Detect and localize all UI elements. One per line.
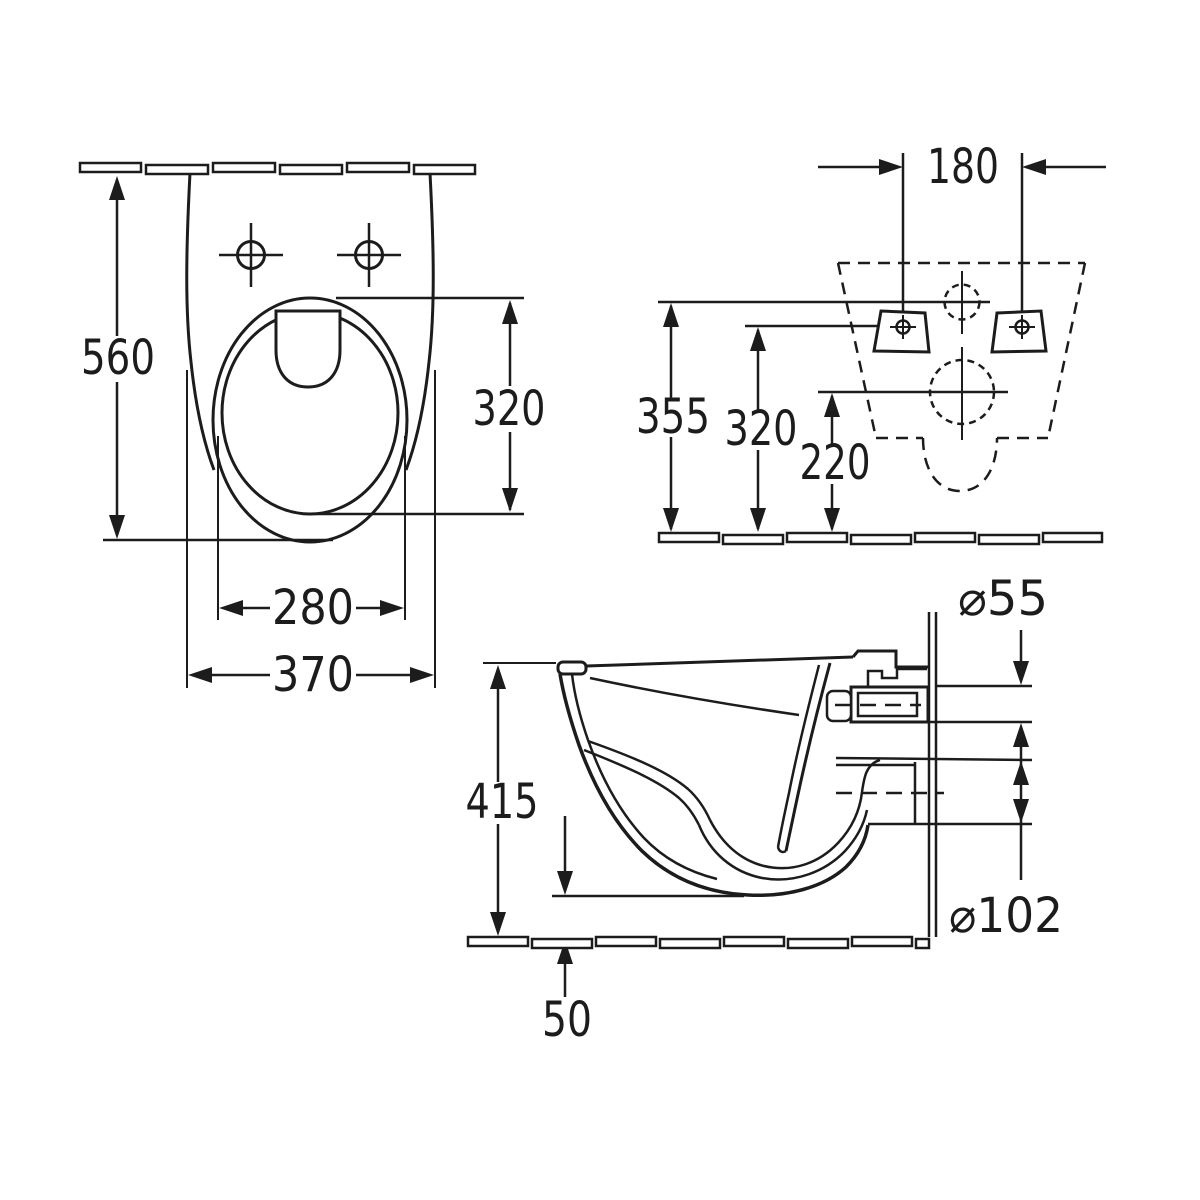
body-outline-right	[404, 172, 435, 471]
dim-label-320-top: 320	[473, 381, 546, 437]
outlet-top-line	[835, 756, 1033, 762]
dim-label-50: 50	[542, 992, 592, 1048]
mounting-hole-left	[219, 223, 283, 287]
dim-bowl-width-280: 280	[217, 436, 406, 636]
dim-height-415: 415	[466, 662, 556, 936]
fixing-pad-right	[990, 309, 1048, 354]
rear-view: 180 355 320 220	[636, 139, 1106, 546]
dim-label-outlet-diameter: ⌀102	[949, 888, 1063, 944]
top-view: 560 320 280	[78, 161, 546, 703]
dim-bowl-length-320: 320	[303, 296, 546, 516]
outlet-circle	[928, 347, 996, 440]
flush-inlet-shape	[274, 309, 342, 389]
floor-hatch-side	[466, 935, 931, 950]
dim-hole-height-320: 320	[725, 327, 798, 532]
dim-label-280: 280	[272, 580, 354, 636]
dim-label-320-rear: 320	[725, 401, 798, 457]
dim-pipe-stack: ⌀55 ⌀102	[949, 571, 1063, 944]
dashed-silhouette	[836, 261, 1087, 493]
dim-clearance-50: 50	[542, 816, 744, 1048]
dim-label-560: 560	[81, 330, 155, 386]
dim-rim-height-355: 355	[636, 303, 710, 532]
dim-label-220: 220	[800, 435, 871, 491]
dim-label-355: 355	[636, 389, 710, 445]
dim-hole-spacing-180: 180	[818, 139, 1106, 195]
side-view: 415 50 ⌀55 ⌀102	[466, 571, 1064, 1048]
dim-width-370: 370	[186, 370, 436, 703]
dim-label-inlet-diameter: ⌀55	[958, 571, 1048, 627]
mounting-hole-right	[337, 223, 401, 287]
seat-outer-oval	[211, 296, 409, 544]
floor-hatch-rear	[657, 531, 1104, 546]
body-outline-left	[185, 172, 216, 471]
dim-outlet-height-220: 220	[800, 393, 871, 532]
dim-label-370: 370	[272, 647, 354, 703]
dim-label-415: 415	[466, 774, 539, 830]
bowl-profile	[556, 649, 929, 898]
dim-label-180: 180	[927, 139, 999, 195]
wall-hatch	[78, 161, 477, 176]
inlet-housing	[825, 667, 944, 795]
wall-line	[927, 612, 938, 937]
fixing-pad-left	[872, 309, 931, 354]
